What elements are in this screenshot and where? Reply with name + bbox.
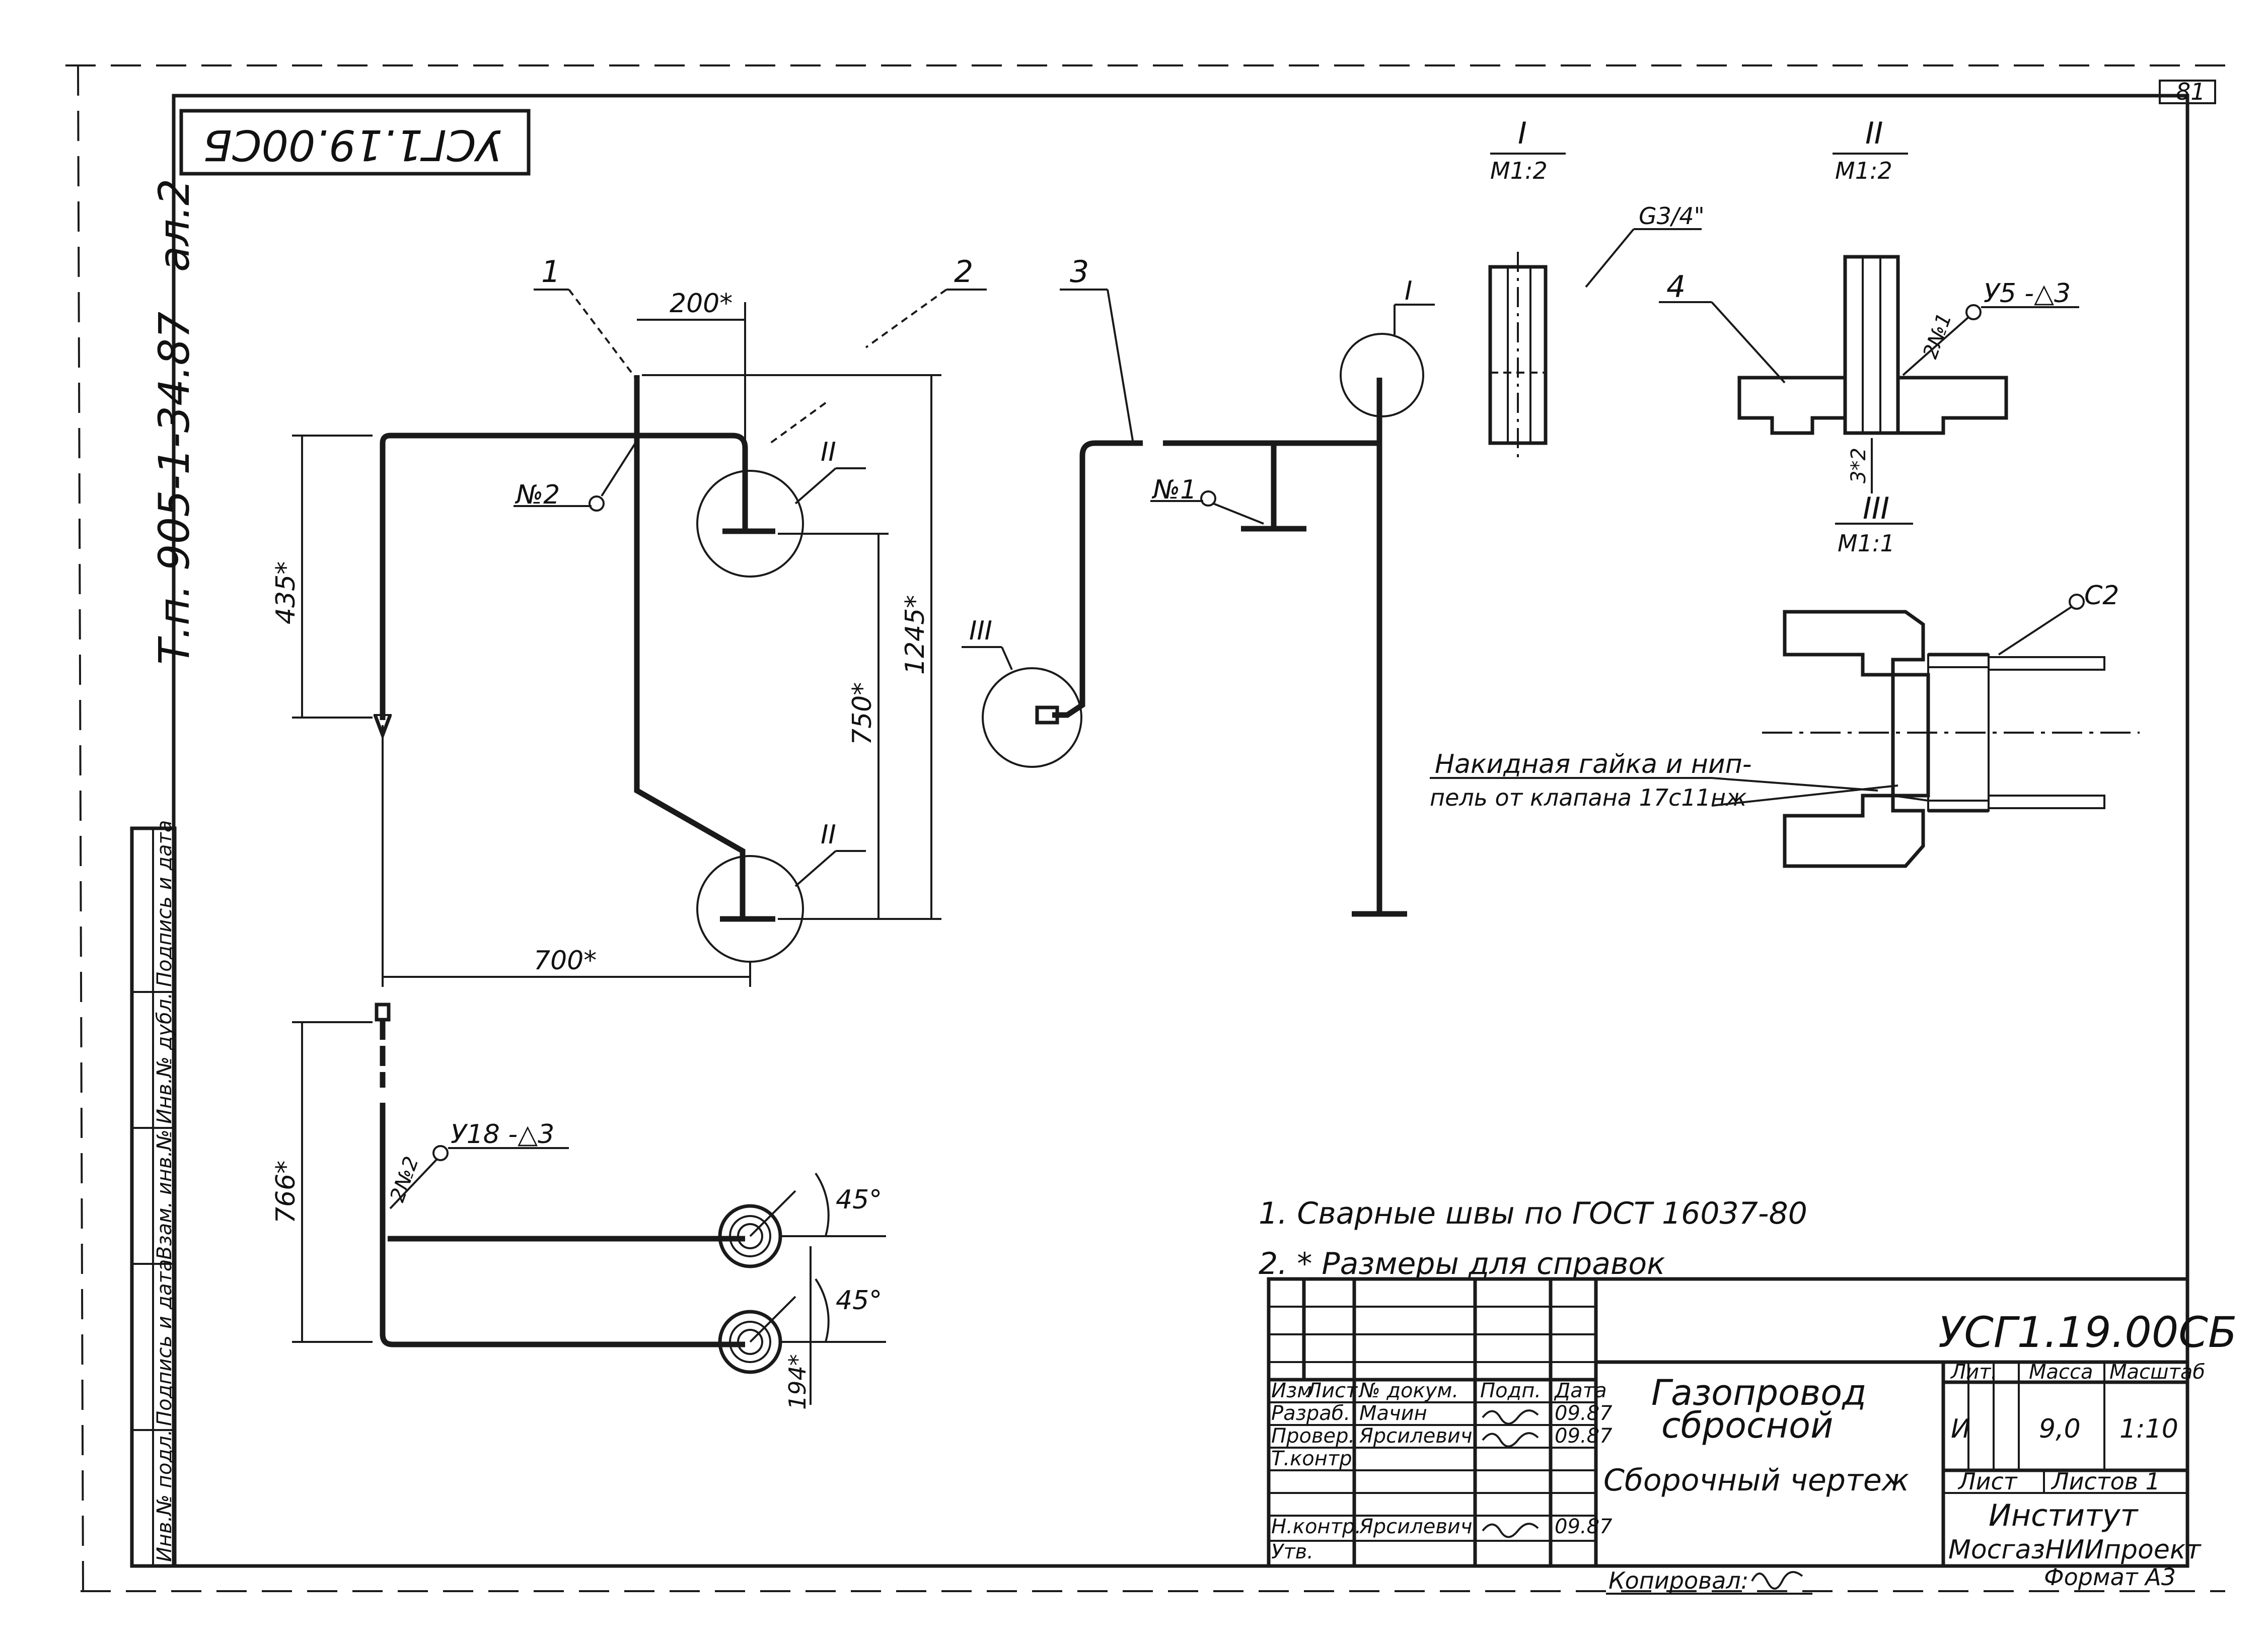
nut-label-line2: пель от клапана 17с11нж: [1430, 784, 1747, 811]
label-III-circle: III: [969, 616, 992, 646]
weld-y5: У5 -△3: [1984, 278, 2071, 309]
tb-lit-label: Лит.: [1950, 1361, 1997, 1384]
tb-row-2-role: Провер.: [1271, 1424, 1355, 1448]
tb-lit: И: [1951, 1414, 1970, 1444]
tb-org-line2: МосгазНИИпроект: [1948, 1535, 2202, 1565]
detail-circle-I: [1340, 333, 1424, 417]
section-II-label: II: [1865, 116, 1883, 151]
tb-row-1-date: 09.87: [1555, 1402, 1613, 1425]
position-4: 4: [1666, 269, 1686, 305]
dim-194: 194*: [784, 1354, 811, 1410]
tb-row-3-role: Т.контр.: [1271, 1447, 1358, 1470]
tb-doc: № докум.: [1358, 1379, 1458, 1402]
tb-row-6-role: Утв.: [1271, 1540, 1313, 1563]
detail-circle-III: [982, 667, 1082, 768]
position-3: 3: [1070, 254, 1089, 290]
tb-izm: Изм: [1271, 1379, 1312, 1402]
note-2: 2. * Размеры для справок: [1259, 1246, 1665, 1281]
stamp-dubl: Инв.№ дубл.: [153, 992, 176, 1124]
tb-scale: 1:10: [2119, 1414, 2178, 1444]
tb-list: Лист: [1305, 1379, 1358, 1402]
tb-row-2-name: Ярсилевич: [1359, 1424, 1473, 1448]
tb-row-2-date: 09.87: [1555, 1424, 1613, 1448]
section-I-label: I: [1518, 116, 1527, 151]
section-I-scale: М1:2: [1490, 157, 1548, 184]
stamp-signature-2: Подпись и дата: [153, 1259, 176, 1426]
stamp-vzam: Взам. инв.№: [153, 1129, 176, 1260]
title-block: Изм Лист № докум. Подп. Дата Разраб. Мач…: [1267, 1277, 2237, 1568]
stamp-inv-podl: Инв.№ подл.: [153, 1430, 176, 1562]
detail-circle-II-bottom: [696, 855, 804, 963]
tb-date: Дата: [1554, 1379, 1607, 1402]
section-II: II М1:2 4 2№1 У5 -△3 3*2 III М1:1: [1659, 116, 2079, 557]
tb-sheets-label: Листов 1: [2051, 1468, 2160, 1495]
thread-label: G3/4": [1639, 202, 1705, 230]
tb-mass: 9,0: [2039, 1414, 2081, 1444]
dim-750: 750*: [847, 682, 877, 745]
tb-row-1-name: Мачин: [1359, 1402, 1427, 1425]
pipe-view-lower: 45° 45° 766* 194* 2№2 У18 -△3: [271, 1003, 886, 1410]
detail-circle-II-top: [696, 470, 804, 578]
label-II-bottom: II: [821, 820, 836, 850]
weld-y18: У18 -△3: [451, 1119, 554, 1150]
angle-45-bottom: 45°: [836, 1286, 882, 1316]
section-III-label: III: [1863, 491, 1889, 526]
tb-title-line2: сбросной: [1661, 1405, 1834, 1446]
tb-doc-type: Сборочный чертеж: [1603, 1463, 1909, 1498]
tb-mass-label: Масса: [2029, 1361, 2093, 1384]
position-2: 2: [954, 254, 973, 290]
pipe-view-main: II II 1 2 №2 200* 435* 750*: [271, 254, 987, 987]
format-label: Формат А3: [2044, 1563, 2176, 1591]
tb-scale-label: Масштаб: [2109, 1361, 2205, 1384]
tb-title-line1: Газопровод: [1651, 1372, 1866, 1413]
tb-row-5-name: Ярсилевич: [1359, 1515, 1473, 1538]
note-1: 1. Сварные швы по ГОСТ 16037-80: [1259, 1196, 1807, 1231]
label-I-circle: I: [1405, 276, 1412, 306]
series-number: Т.п. 905-1-34.87: [150, 312, 199, 665]
copied-by: Копировал:: [1608, 1567, 1748, 1594]
dim-1245: 1245*: [900, 595, 930, 675]
album-number: ал.2: [150, 179, 199, 272]
tb-sign: Подп.: [1480, 1379, 1541, 1402]
section-I: I М1:2 G3/4": [1488, 116, 1705, 458]
tb-row-1-role: Разраб.: [1271, 1402, 1350, 1425]
rotated-drawing-code: УСГ1.19.00СБ: [203, 120, 502, 170]
left-stamp: Подпись и дата Инв.№ дубл. Взам. инв.№ П…: [130, 820, 177, 1568]
tb-row-5-date: 09.87: [1555, 1515, 1613, 1538]
tb-row-5-role: Н.контр.: [1271, 1515, 1361, 1538]
c2-label: С2: [2084, 581, 2119, 611]
dim-700: 700*: [534, 946, 597, 976]
page-number-box: [2159, 80, 2216, 104]
section-nut-nipple: С2 Накидная гайка и нип- пель от клапана…: [1430, 581, 2140, 868]
nut-label-line1: Накидная гайка и нип-: [1435, 749, 1751, 779]
pipe-view-middle: 3 I III №1: [962, 254, 1435, 917]
page-number: 81: [2176, 78, 2206, 105]
tb-code: УСГ1.19.00СБ: [1938, 1308, 2237, 1357]
weld-2no1: 2№1: [1919, 310, 1956, 362]
tb-sheet-label: Лист: [1957, 1468, 2018, 1495]
section-II-scale: М1:2: [1835, 157, 1892, 184]
gap-dim: 3*2: [1847, 448, 1870, 483]
tb-org-line1: Институт: [1989, 1498, 2139, 1533]
stamp-signature-1: Подпись и дата: [153, 820, 176, 987]
angle-45-top: 45°: [836, 1185, 882, 1215]
dim-435: 435*: [271, 561, 301, 624]
label-II-top: II: [821, 437, 836, 467]
dim-200: 200*: [670, 289, 733, 319]
dim-766: 766*: [271, 1161, 301, 1224]
position-1: 1: [541, 254, 560, 290]
section-III-scale: М1:1: [1838, 530, 1895, 557]
